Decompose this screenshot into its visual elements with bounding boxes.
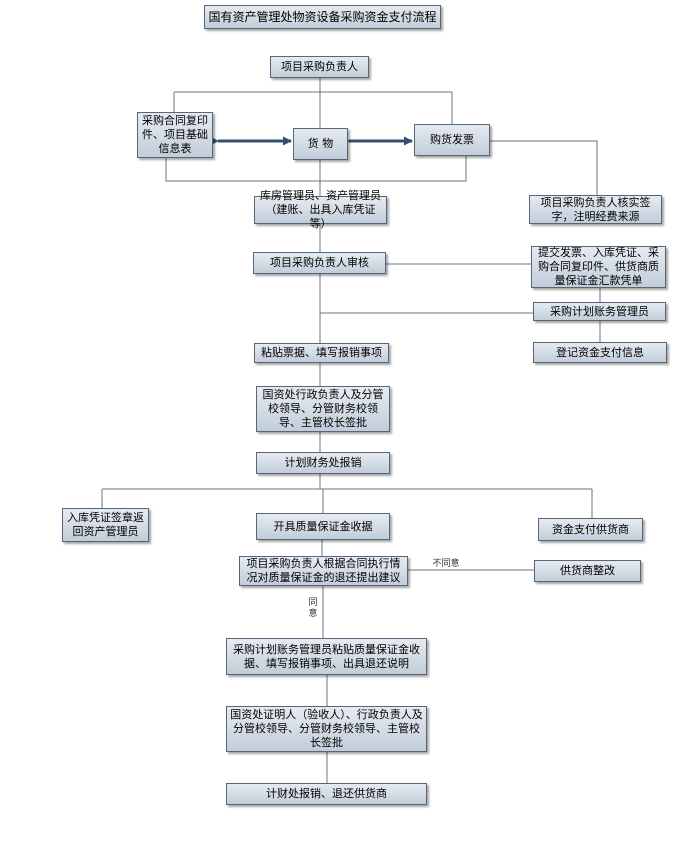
- connector-line: [490, 140, 598, 195]
- node-warehouse-manager: 库房管理员、资产管理员（建账、出具入库凭证等）: [254, 189, 387, 230]
- node-certifier-approve: 国资处证明人（验收人）、行政负责人及分管校领导、分管财务校领导、主管校长签批: [226, 706, 427, 752]
- node-finance-reimburse: 计划财务处报销: [256, 452, 390, 474]
- diagram-title: 国有资产管理处物资设备采购资金支付流程: [204, 5, 441, 29]
- node-pay-supplier: 资金支付供货商: [538, 518, 643, 541]
- node-stock-voucher: 入库凭证签章返回资产管理员: [62, 508, 149, 542]
- node-final-reimburse: 计财处报销、退还供货商: [226, 783, 427, 805]
- node-register-payment: 登记资金支付信息: [533, 342, 667, 363]
- node-submit-docs: 提交发票、入库凭证、采购合同复印件、供货商质量保证金汇款凭单: [531, 246, 666, 288]
- connector-line: [101, 474, 593, 518]
- node-invoice: 购货发票: [414, 124, 490, 156]
- node-lead-review: 项目采购负责人审核: [253, 252, 386, 274]
- node-deposit-receipt: 开具质量保证金收据: [256, 513, 390, 540]
- connector-line: [173, 91, 453, 124]
- node-paste-receipts: 粘贴票据、填写报销事项: [254, 343, 389, 363]
- node-goods: 货 物: [293, 128, 348, 160]
- node-lead-sign: 项目采购负责人核实签字，注明经费来源: [529, 195, 662, 224]
- node-supplier-fix: 供货商整改: [534, 560, 641, 582]
- node-accounts-paste: 采购计划账务管理员粘贴质量保证金收据、填写报销事项、出具退还说明: [226, 638, 427, 675]
- node-accounts-manager: 采购计划账务管理员: [533, 302, 666, 321]
- node-contract-copy: 采购合同复印件、项目基础信息表: [137, 112, 213, 158]
- node-leaders-approve: 国资处行政负责人及分管校领导、分管财务校领导、主管校长签批: [256, 386, 390, 432]
- label-agree: 同 意: [308, 598, 318, 619]
- node-lead-suggest: 项目采购负责人根据合同执行情况对质量保证金的退还提出建议: [239, 556, 408, 586]
- connector-line: [165, 156, 467, 182]
- node-procurement-lead: 项目采购负责人: [270, 56, 369, 78]
- label-disagree: 不同意: [432, 559, 460, 569]
